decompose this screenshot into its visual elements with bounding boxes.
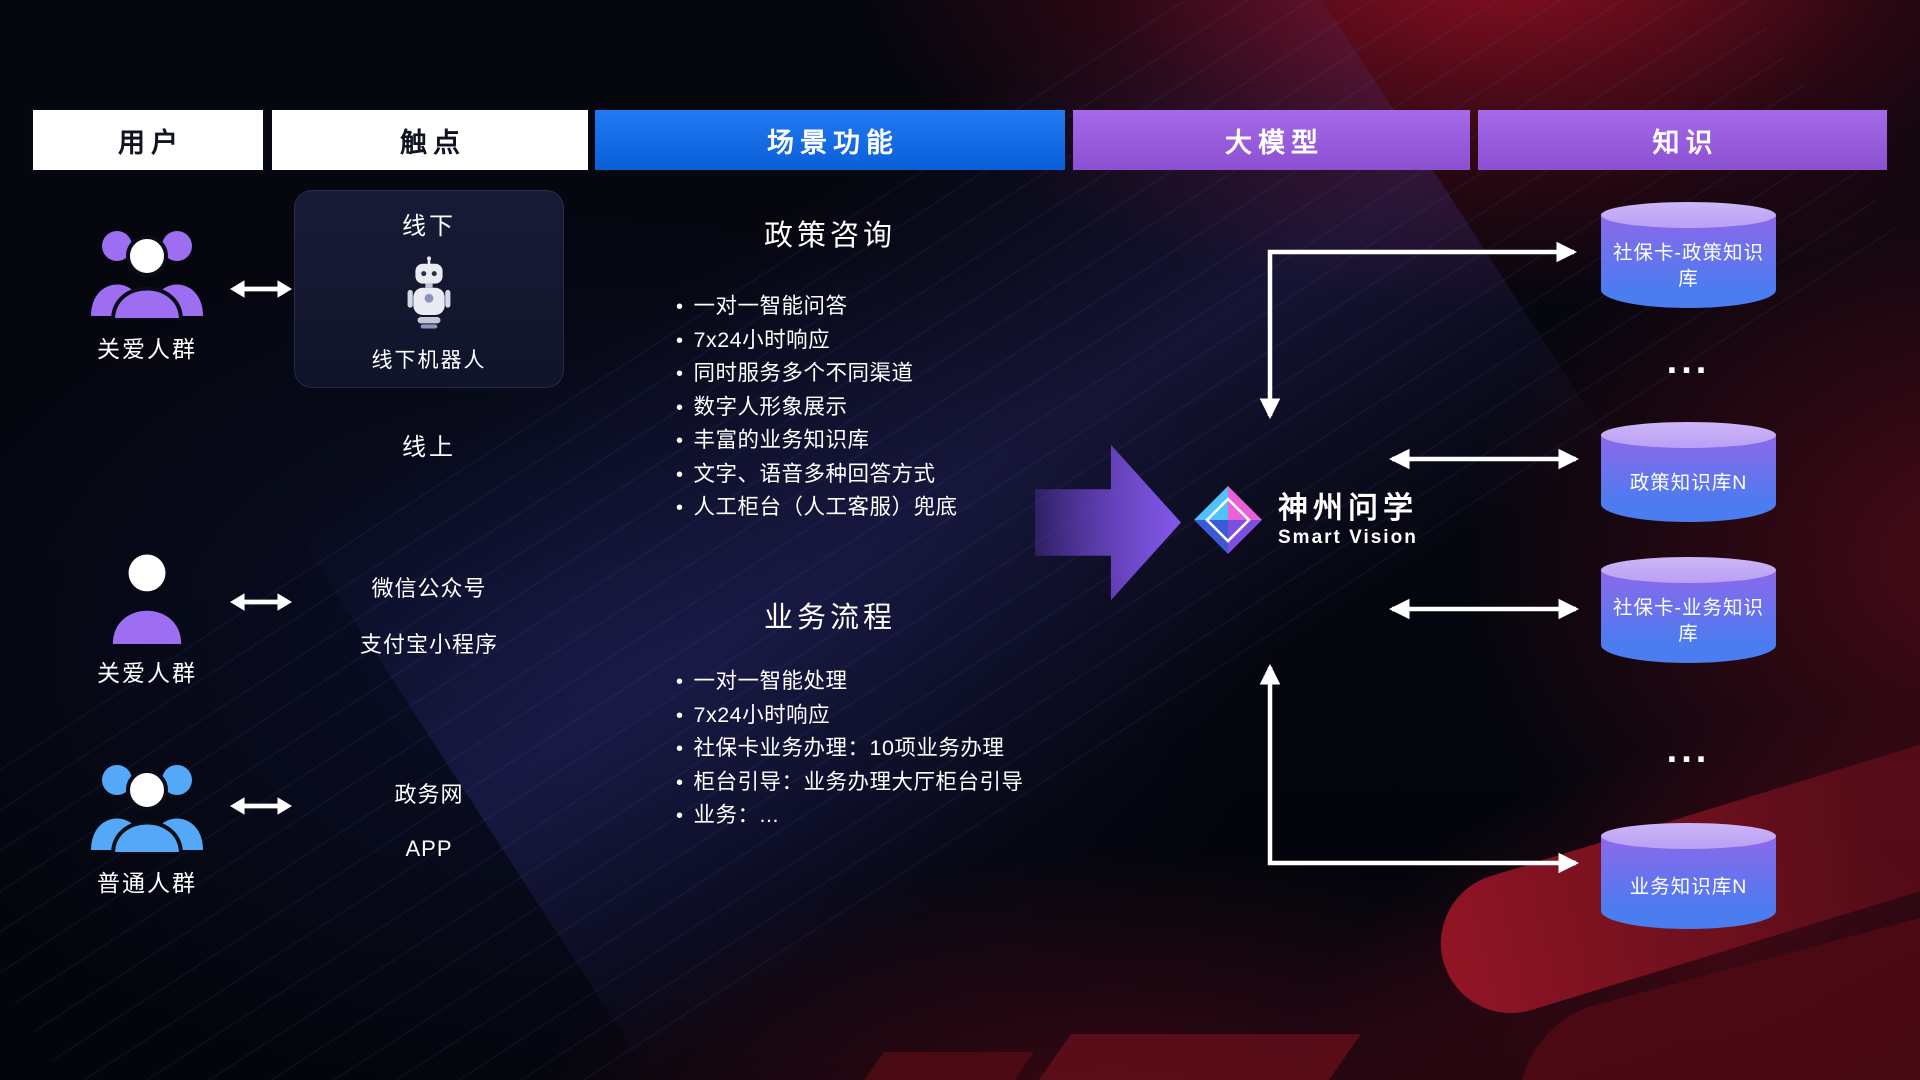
user-group-label: 关爱人群 [97, 336, 197, 362]
policy-consultation-title: 政策咨询 [763, 220, 896, 252]
column-header-large-model: 大模型 [1073, 110, 1470, 170]
bidirectional-arrow-icon [230, 280, 292, 298]
feature-item: 人工柜台（人工客服）兜底 [676, 491, 958, 525]
db-label: 社保卡-业务知识库 [1601, 570, 1776, 663]
brand-text-block: 神州问学 Smart Vision [1278, 492, 1418, 550]
knowledge-db-policy-social-card: 社保卡-政策知识库 [1601, 202, 1776, 308]
touchpoint-government-web: 政务网 [394, 782, 464, 807]
db-label: 政策知识库N [1601, 435, 1776, 522]
database-icon [1601, 422, 1776, 448]
database-icon [1601, 557, 1776, 583]
background-red-strip [855, 1052, 1035, 1080]
brand-logo-icon [1194, 486, 1262, 554]
brand-name: 神州问学 [1278, 492, 1418, 525]
robot-icon [407, 255, 451, 329]
user-group-care-1: 关爱人群 [57, 216, 237, 364]
database-icon [1601, 202, 1776, 228]
column-header-touchpoints: 触点 [272, 110, 588, 170]
knowledge-db-policy-n: 政策知识库N [1601, 422, 1776, 522]
users-group-icon [57, 750, 237, 854]
feature-item: 一对一智能处理 [676, 665, 1024, 699]
flow-arrow-icon [1035, 444, 1181, 601]
user-group-care-2: 关爱人群 [57, 548, 237, 688]
connector-arrow-bottom-elbow [1259, 663, 1580, 874]
business-process-title: 业务流程 [763, 602, 896, 634]
column-header-users: 用户 [33, 110, 263, 170]
business-feature-list: 一对一智能处理 7x24小时响应 社保卡业务办理：10项业务办理 柜台引导：业务… [676, 665, 1024, 833]
feature-item: 柜台引导：业务办理大厅柜台引导 [676, 766, 1024, 800]
policy-feature-list: 一对一智能问答 7x24小时响应 同时服务多个不同渠道 数字人形象展示 丰富的业… [676, 290, 958, 525]
knowledge-db-business-n: 业务知识库N [1601, 823, 1776, 929]
user-group-label: 关爱人群 [97, 660, 197, 686]
background-red-glow [1234, 601, 1920, 1080]
users-group-icon [57, 216, 237, 320]
user-group-ordinary: 普通人群 [57, 750, 237, 898]
feature-item: 数字人形象展示 [676, 391, 958, 425]
online-title: 线上 [402, 434, 456, 461]
db-label: 业务知识库N [1601, 836, 1776, 929]
offline-title: 线下 [402, 213, 456, 240]
feature-item: 丰富的业务知识库 [676, 424, 958, 458]
brand-subtitle: Smart Vision [1278, 527, 1418, 548]
feature-item: 7x24小时响应 [676, 699, 1024, 733]
background-red-strip [1028, 1034, 1362, 1080]
database-icon [1601, 823, 1776, 849]
touchpoint-wechat-official-account: 微信公众号 [371, 576, 487, 601]
db-label: 社保卡-政策知识库 [1601, 215, 1776, 308]
feature-item: 社保卡业务办理：10项业务办理 [676, 732, 1024, 766]
feature-item: 业务：... [676, 799, 1024, 833]
column-header-knowledge: 知识 [1478, 110, 1887, 170]
column-header-scene-functions: 场景功能 [595, 110, 1065, 170]
feature-item: 文字、语音多种回答方式 [676, 458, 958, 492]
bidirectional-arrow-icon [230, 593, 292, 611]
touchpoint-app: APP [405, 836, 453, 861]
feature-item: 同时服务多个不同渠道 [676, 357, 958, 391]
touchpoint-alipay-mini-program: 支付宝小程序 [359, 632, 498, 657]
user-icon [57, 548, 237, 644]
ellipsis-text: ... [1666, 729, 1711, 771]
offline-robot-label: 线下机器人 [371, 349, 487, 372]
offline-touchpoint-card: 线下 线下机器人 [294, 190, 564, 388]
knowledge-db-business-social-card: 社保卡-业务知识库 [1601, 557, 1776, 663]
feature-item: 7x24小时响应 [676, 324, 958, 358]
feature-item: 一对一智能问答 [676, 290, 958, 324]
connector-arrow-top-elbow [1259, 241, 1578, 420]
ellipsis-text: ... [1666, 340, 1711, 382]
user-group-label: 普通人群 [97, 870, 197, 896]
bidirectional-arrow-icon [230, 797, 292, 815]
